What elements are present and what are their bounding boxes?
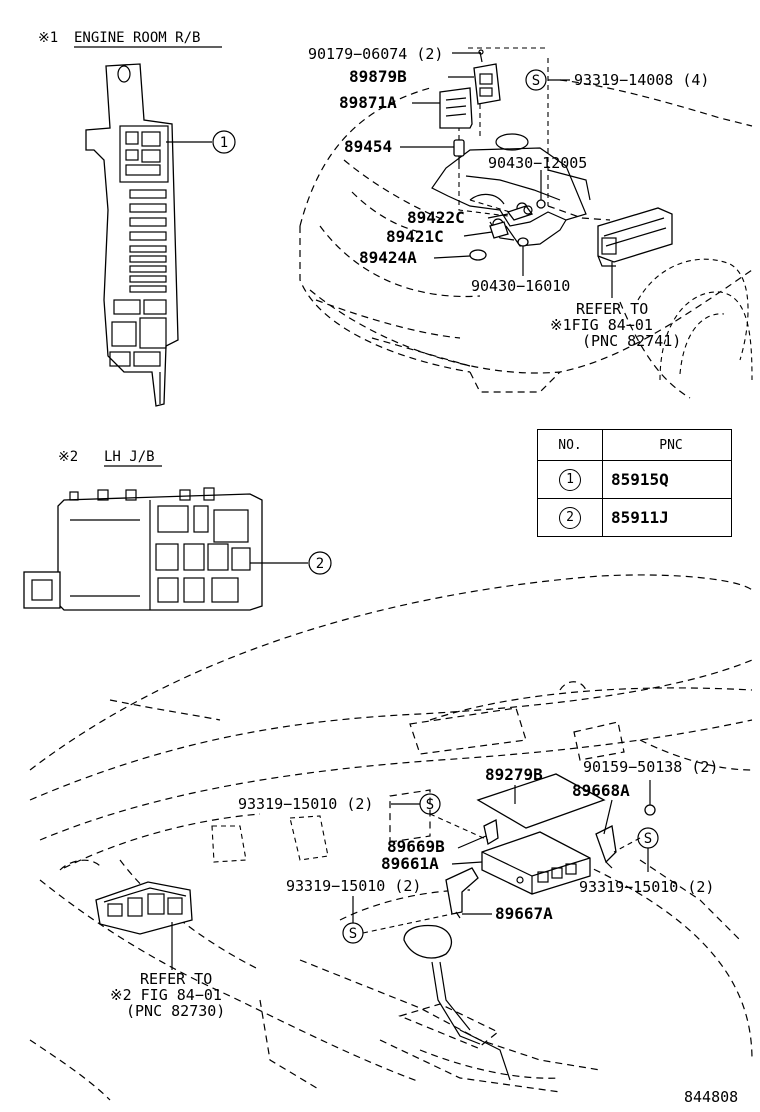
label-89279b: 89279B: [485, 765, 543, 784]
table-row: 1 85915Q: [537, 460, 732, 499]
engine-room-mark: ※1: [38, 30, 58, 46]
pnc-table: NO. PNC 1 85915Q 2 85911J: [537, 429, 732, 537]
refer-bottom-line3: (PNC 82730): [126, 1002, 225, 1020]
s-marker-top-label: S: [532, 73, 540, 89]
bolt-90159-50138: [644, 804, 656, 816]
engine-room-title: ENGINE ROOM R/B: [74, 30, 200, 46]
engine-room-relay-block: [85, 63, 179, 407]
label-90159-50138: 90159−50138 (2): [583, 758, 718, 776]
label-93319-15010-c: 93319−15010 (2): [579, 878, 714, 896]
label-89871a: 89871A: [339, 93, 397, 112]
table-row-1-no: 1: [559, 469, 581, 491]
label-89421c: 89421C: [386, 227, 444, 246]
bolt-90430-16010: [517, 237, 529, 247]
callout-circle-1: [212, 130, 236, 154]
s-marker-top: [525, 69, 547, 91]
bracket-89667a: [445, 867, 479, 919]
label-93319-15010-b: 93319−15010 (2): [286, 877, 421, 895]
label-89454: 89454: [344, 137, 392, 156]
label-90179-06074: 90179−06074 (2): [308, 45, 443, 63]
s-marker-3-label: S: [349, 926, 357, 942]
engine-bay-section: S 90179−06074 (2) 89879B 89871A 93319−14…: [299, 45, 753, 399]
engine-room-rb-section: ※1 ENGINE ROOM R/B: [38, 30, 236, 407]
gear-shifter: [398, 924, 561, 1081]
lh-junction-block: [57, 487, 263, 611]
label-89422c: 89422C: [407, 208, 465, 227]
label-93319-15010-a: 93319−15010 (2): [238, 795, 373, 813]
label-89669b: 89669B: [387, 837, 445, 856]
bolt-90430-12005: [536, 199, 546, 209]
figure-number: 844808: [684, 1088, 738, 1106]
sensor-89421c: [489, 221, 509, 239]
callout-1-label: 1: [220, 135, 228, 151]
lh-jb-connector: [23, 571, 61, 609]
sensor-89422c: [506, 205, 534, 221]
lh-jb-mark: ※2: [58, 449, 78, 465]
bracket-89668a: [595, 825, 617, 869]
label-93319-14008: 93319−14008 (4): [574, 71, 709, 89]
sensor-bracket-89879b: [473, 49, 501, 105]
ecu-89661a: [481, 831, 591, 895]
table-header-pnc: PNC: [602, 429, 732, 461]
s-marker-2-label: S: [644, 831, 652, 847]
label-90430-12005: 90430−12005: [488, 154, 587, 172]
cover-89279b: [476, 773, 606, 829]
table-row: 2 85911J: [537, 498, 732, 537]
refer-top-line1: REFER TO: [576, 300, 648, 318]
dashboard-section: S S S 89279B 90159−50138 (2) 89668A 9331…: [29, 574, 753, 1101]
refer-top-line2: ※1FIG 84−01: [550, 316, 653, 334]
ecu-connector-block: [597, 207, 673, 270]
s-marker-1-label: S: [426, 797, 434, 813]
table-row-2-no: 2: [559, 507, 581, 529]
table-row-1-pnc: 85915Q: [602, 460, 732, 499]
sensor-plate-89871a: [439, 87, 473, 129]
label-89424a: 89424A: [359, 248, 417, 267]
refer-bottom-line2: ※2 FIG 84−01: [110, 986, 222, 1004]
refer-bottom-line1: REFER TO: [140, 970, 212, 988]
table-header-row: NO. PNC: [537, 429, 732, 461]
lh-jb-location: [95, 881, 193, 970]
label-89661a: 89661A: [381, 854, 439, 873]
callout-circle-2: [308, 551, 332, 575]
bracket-89669b: [483, 819, 499, 846]
sensor-89424a: [469, 249, 487, 261]
callout-2-label: 2: [316, 556, 324, 572]
lh-jb-title: LH J/B: [104, 449, 155, 465]
table-header-no: NO.: [537, 429, 603, 461]
label-90430-16010: 90430−16010: [471, 277, 570, 295]
label-89879b: 89879B: [349, 67, 407, 86]
refer-top-line3: (PNC 82741): [582, 332, 681, 350]
lh-jb-section: ※2 LH J/B: [23, 449, 332, 611]
label-89667a: 89667A: [495, 904, 553, 923]
table-row-2-pnc: 85911J: [602, 498, 732, 537]
label-89668a: 89668A: [572, 781, 630, 800]
